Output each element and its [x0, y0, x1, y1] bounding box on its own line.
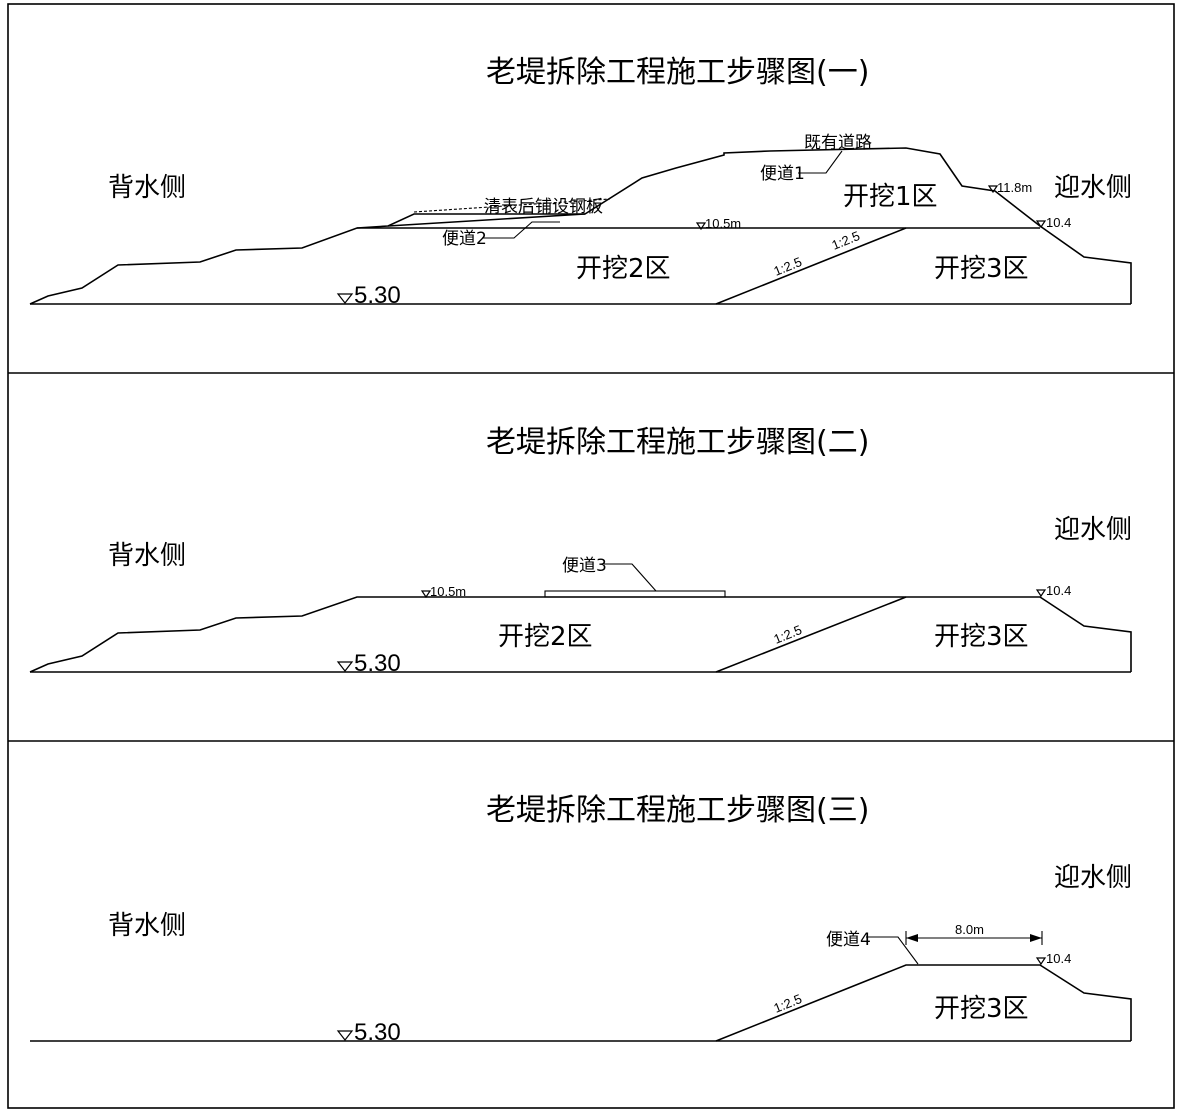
panel-1-slope-label-b: 1:2.5	[830, 228, 862, 253]
panel-2-right-side-label: 迎水侧	[1054, 515, 1132, 545]
panel-1-right-side-label: 迎水侧	[1054, 173, 1132, 203]
panel-3-zone-3-label: 开挖3区	[934, 994, 1029, 1024]
panel-1-elev-marker-11-8	[987, 185, 999, 194]
panel-2-slope-line	[715, 596, 907, 673]
panel-1-road-2-label: 便道2	[442, 229, 487, 249]
panel-1-existing-road-label: 既有道路	[804, 133, 872, 153]
panel-3-elev-5-30: 5.30	[354, 1019, 401, 1046]
panel-2-left-side-label: 背水侧	[108, 541, 186, 571]
panel-1-elev-10-4: 10.4	[1046, 215, 1071, 230]
panel-1-elev-marker-5-30	[336, 293, 354, 304]
drawing-frame	[7, 3, 1175, 1109]
panel-1-elev-10-5: 10.5m	[705, 216, 741, 231]
panel-2-road-3-label: 便道3	[562, 556, 607, 576]
panel-1-slope-line-2	[715, 227, 907, 305]
panel-2-elev-marker-5-30	[336, 661, 354, 672]
panel-1-levee-outline	[29, 147, 1132, 305]
panel-3-road-4-label: 便道4	[826, 930, 871, 950]
panel-1-road-1-label: 便道1	[760, 164, 805, 184]
panel-3-elev-marker-5-30	[336, 1030, 354, 1041]
panel-3-elev-10-4: 10.4	[1046, 951, 1071, 966]
panel-3-elev-marker-10-4	[1035, 957, 1047, 966]
panel-1-elev-marker-10-4	[1035, 220, 1047, 229]
panel-2-road-3-leader	[604, 563, 657, 592]
panel-3: 老堤拆除工程施工步骤图(三) 背水侧 迎水侧 8.0m 便道4 开挖3区 10.…	[30, 793, 1132, 1046]
panel-3-dimension-arrow-left	[906, 934, 918, 942]
panel-3-left-side-label: 背水侧	[108, 911, 186, 941]
panel-1-zone-2-label: 开挖2区	[576, 254, 671, 284]
panel-1-zone-1-label: 开挖1区	[843, 182, 938, 212]
panel-3-road-4-leader	[866, 936, 919, 965]
panel-3-right-side-label: 迎水侧	[1054, 863, 1132, 893]
panel-1-steel-plate-dashed	[413, 198, 611, 213]
panel-3-dimension-arrow-right	[1030, 934, 1042, 942]
panel-1-title: 老堤拆除工程施工步骤图(一)	[486, 55, 869, 90]
panel-1-elev-5-30: 5.30	[354, 282, 401, 309]
panel-1-road-2-leader	[482, 221, 560, 239]
panel-2-road-3-deck	[544, 590, 726, 598]
panel-2-elev-marker-10-4	[1035, 589, 1047, 598]
panel-2-title: 老堤拆除工程施工步骤图(二)	[486, 425, 869, 460]
panel-3-width-label: 8.0m	[955, 922, 984, 937]
panel-2-elev-10-4: 10.4	[1046, 583, 1071, 598]
panel-2-elev-marker-10-5	[420, 590, 432, 599]
panel-2-zone-3-label: 开挖3区	[934, 622, 1029, 652]
panel-1-elev-marker-10-5	[695, 222, 707, 231]
panel-2-elev-10-5: 10.5m	[430, 584, 466, 599]
panel-1-zone-3-label: 开挖3区	[934, 254, 1029, 284]
panel-3-levee-outline	[715, 964, 1132, 1042]
panel-2-levee-outline	[29, 596, 1132, 673]
panel-2-zone-2-label: 开挖2区	[498, 622, 593, 652]
panel-1-cut-line	[387, 213, 586, 227]
panel-2: 老堤拆除工程施工步骤图(二) 背水侧 迎水侧 便道3 开挖2区 开挖3区 10.…	[29, 425, 1132, 677]
panel-1-clearing-note: 清表后铺设钢板	[484, 197, 603, 217]
panel-1-elev-11-8: 11.8m	[997, 180, 1032, 195]
panel-1: 老堤拆除工程施工步骤图(一) 背水侧 迎水侧 开挖1区 开挖2区 开挖3区 既有…	[29, 55, 1132, 309]
panel-2-elev-5-30: 5.30	[354, 650, 401, 677]
panel-3-title: 老堤拆除工程施工步骤图(三)	[486, 793, 869, 828]
panel-1-road-1-leader	[798, 150, 843, 174]
panel-1-left-side-label: 背水侧	[108, 173, 186, 203]
